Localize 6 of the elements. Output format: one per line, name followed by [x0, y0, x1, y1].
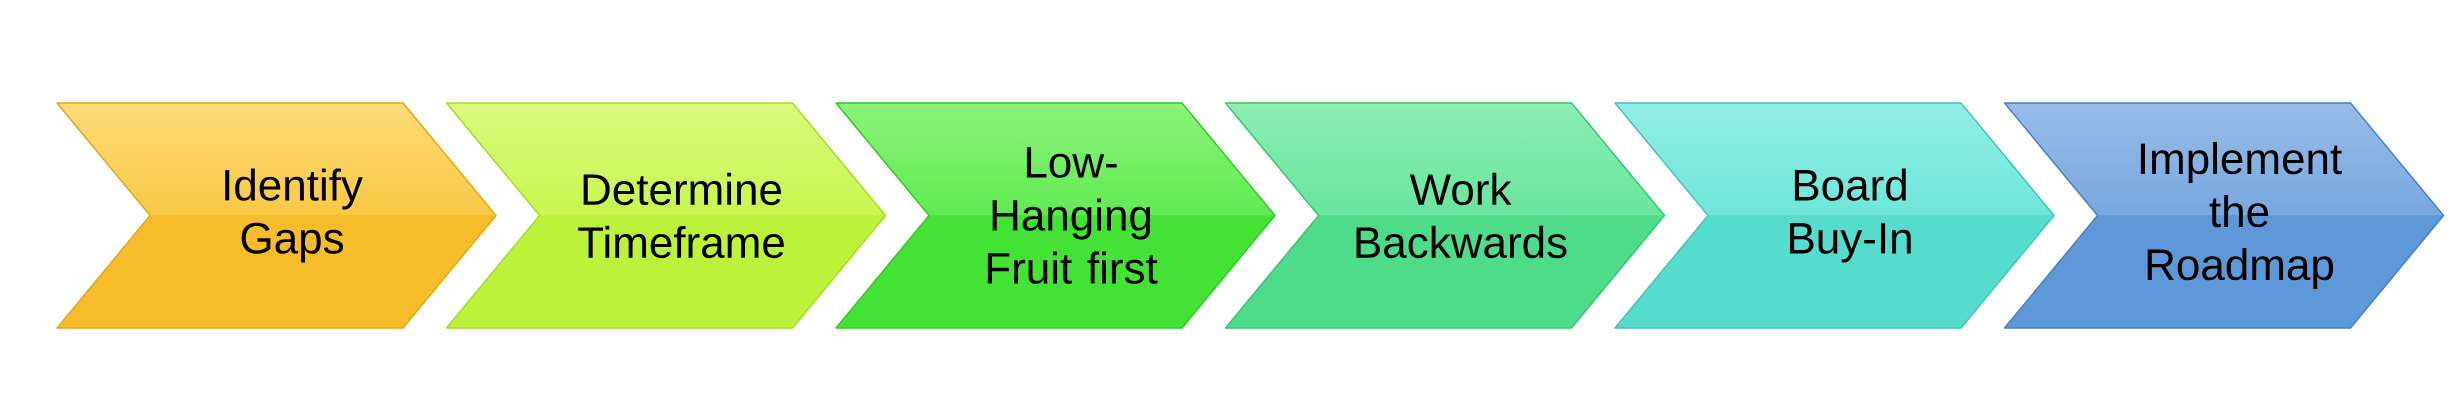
chevron-step: Identify Gaps	[56, 102, 497, 329]
chevron-step: Implement the Roadmap	[2003, 102, 2445, 329]
chevron-step: Determine Timeframe	[445, 102, 887, 329]
chevron-step: Board Buy-In	[1614, 102, 2055, 329]
chevron-step: Low-Hanging Fruit first	[835, 102, 1276, 329]
chevron-step: Work Backwards	[1224, 102, 1666, 329]
